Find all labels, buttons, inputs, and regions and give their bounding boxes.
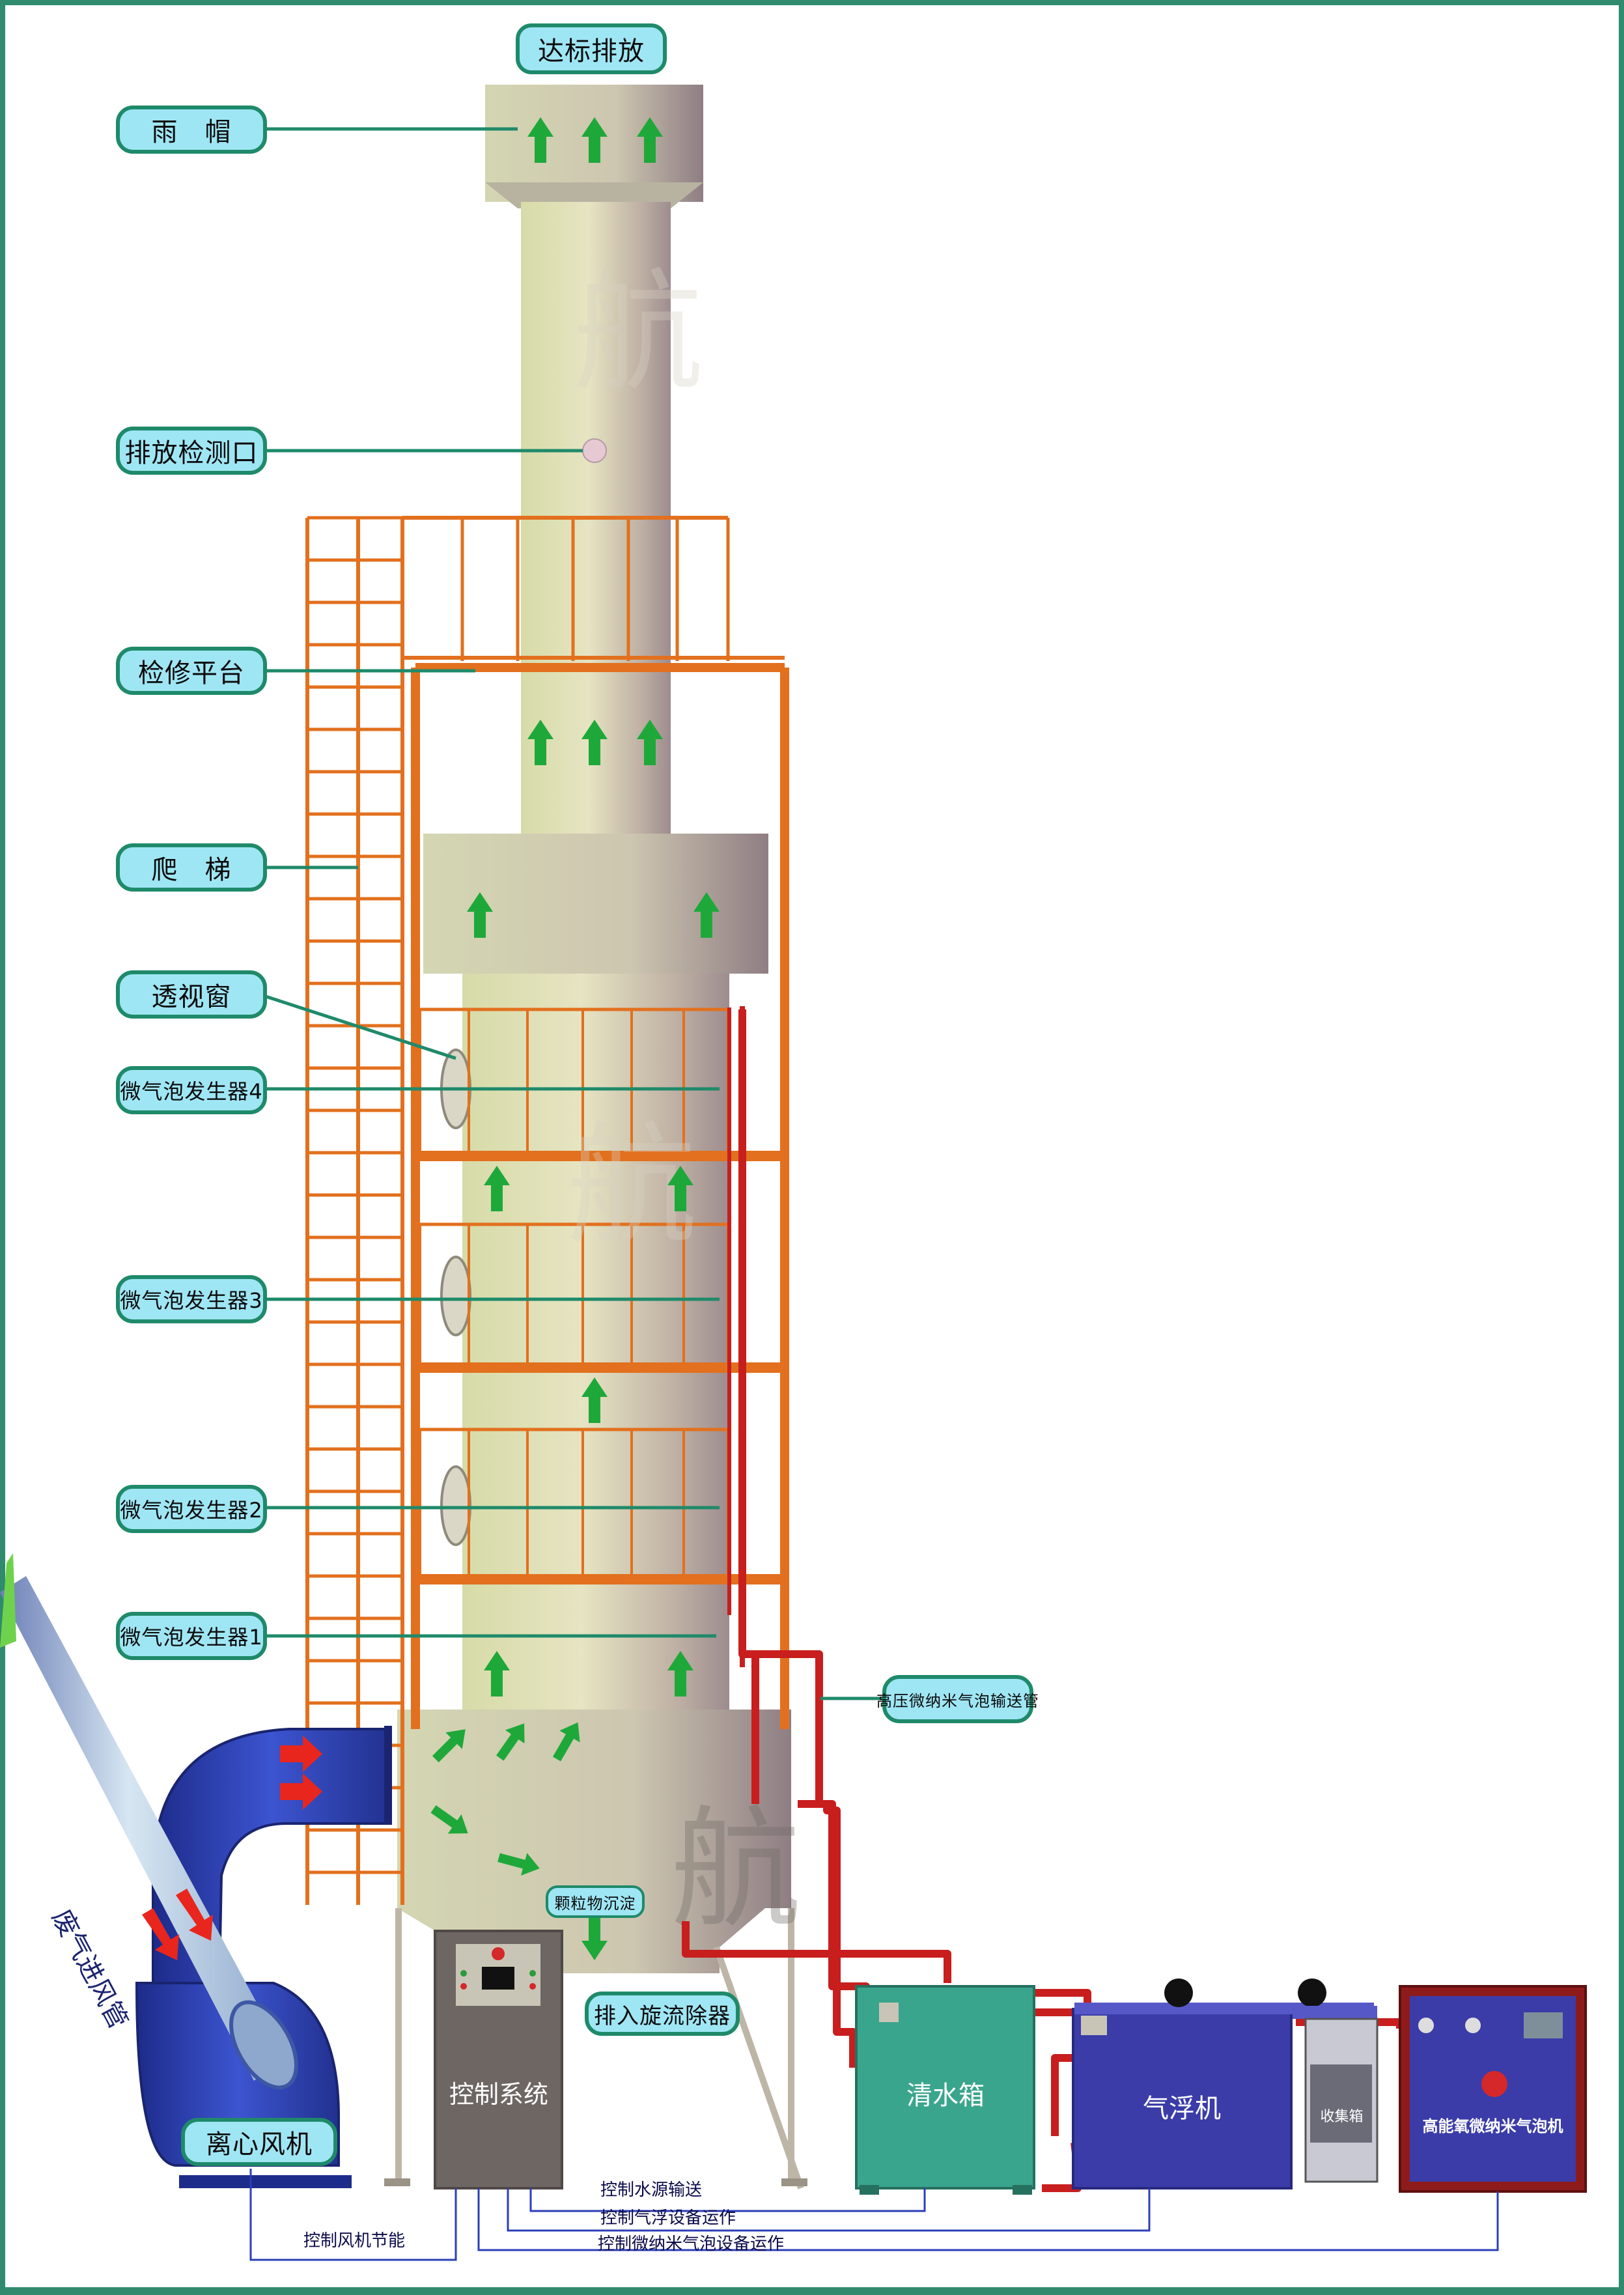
flow-arrows (430, 117, 720, 1960)
title-label: 达标排放 (516, 23, 667, 74)
tank-foot-right (1013, 2185, 1032, 2195)
arrow-up-lvl1 (667, 1651, 693, 1697)
lower-stack (462, 974, 729, 1710)
arrow-up-mid (527, 720, 553, 765)
exhaust-inlet-pipe (0, 1576, 287, 2081)
red-arrow-3 (142, 1908, 179, 1960)
leader-lines (265, 127, 886, 1700)
indicator-1 (460, 1970, 467, 1977)
air-flotation-unit (1072, 1978, 1379, 2189)
arrow-diag (497, 1853, 540, 1876)
page-background (5, 5, 1619, 2287)
label-generator-4: 微气泡发生器4 (116, 1066, 267, 1114)
arrow-diag (430, 1805, 468, 1834)
arrow-up-cap (527, 117, 553, 163)
control-line-bubble: 控制微纳米气泡设备运作 (598, 2234, 785, 2254)
arrow-diag (552, 1722, 580, 1762)
viewing-window-3 (440, 1256, 471, 1336)
control-system-label: 控制系统 (449, 2080, 548, 2109)
arrow-up-lvl2 (581, 1377, 608, 1423)
arrow-diag (496, 1723, 525, 1761)
arrow-up-box-left (467, 892, 493, 938)
control-cabinet (434, 1930, 563, 2189)
leg-foot-right (781, 2178, 807, 2186)
label-platform: 检修平台 (116, 647, 267, 695)
tank-foot-left (860, 2185, 879, 2195)
label-emission-port: 排放检测口 (116, 427, 267, 475)
label-window: 透视窗 (116, 970, 267, 1019)
label-rain-cap: 雨 帽 (116, 106, 267, 154)
arrow-up-mid (581, 720, 608, 765)
label-generator-3: 微气泡发生器3 (116, 1275, 267, 1323)
indicator-3 (529, 1970, 536, 1977)
flotation-roller-1 (1164, 1978, 1193, 2007)
generator-screen (1524, 2012, 1563, 2038)
collection-box (1310, 2064, 1372, 2143)
control-line-water: 控制水源输送 (600, 2180, 703, 2200)
tank-logo (879, 2003, 899, 2022)
red-arrow-1 (280, 1736, 322, 1772)
indicator-2 (460, 1983, 467, 1990)
label-hp-pipe: 高压微纳米气泡输送管 (876, 1675, 1039, 1723)
clean-tank-label: 清水箱 (906, 2081, 985, 2111)
label-generator-2: 微气泡发生器2 (116, 1485, 267, 1533)
inlet-duct-assembly (0, 1553, 392, 2188)
label-fan: 离心风机 (181, 2118, 337, 2166)
indicator-4 (529, 1983, 536, 1990)
label-generator-1: 微气泡发生器1 (116, 1612, 267, 1660)
pipe-highlight (0, 1553, 16, 1648)
emission-port-dot (582, 438, 607, 463)
generator-logo (1481, 2071, 1507, 2097)
nano-bubble-generator (1399, 1985, 1587, 2193)
label-ladder: 爬 梯 (116, 843, 267, 892)
arrow-up-lvl3 (484, 1166, 510, 1211)
arrow-up-lvl3 (667, 1166, 693, 1211)
arrow-up-lvl1 (484, 1651, 510, 1697)
fan-base (179, 2175, 352, 2188)
pipe-end (229, 2000, 298, 2090)
gauge-1 (1418, 2018, 1434, 2033)
arrow-up-cap (637, 117, 663, 163)
arrow-diag (432, 1729, 466, 1763)
pipe-bottom (682, 1921, 951, 1983)
arrow-up-mid (637, 720, 663, 765)
red-flow-arrows (142, 1736, 322, 1960)
label-sediment: 颗粒物沉淀 (546, 1885, 645, 1918)
base-hopper (397, 1710, 791, 1973)
control-logo (492, 1947, 505, 1960)
control-line-flotation: 控制气浮设备运作 (600, 2208, 736, 2228)
arrow-up-cap (581, 117, 608, 163)
red-arrow-4 (176, 1889, 213, 1941)
control-wires (249, 2169, 1499, 2261)
leg-foot-left (384, 2178, 410, 2186)
viewing-window-2 (440, 1465, 471, 1546)
air-flotation-label: 气浮机 (1143, 2094, 1221, 2124)
control-line-fan: 控制风机节能 (303, 2231, 406, 2251)
red-arrow-2 (280, 1773, 322, 1810)
arrow-up-box-right (693, 892, 720, 938)
label-cyclone: 排入旋流除器 (585, 1992, 740, 2036)
pipe-return (751, 1657, 857, 2068)
collection-box-label: 收集箱 (1320, 2109, 1364, 2125)
watermark-bottom: 航 (671, 1794, 801, 1946)
flotation-logo (1081, 2016, 1107, 2035)
control-screen (482, 1967, 514, 1990)
generator-machine-label: 高能氧微纳米气泡机 (1422, 2117, 1563, 2135)
gauge-2 (1465, 2018, 1481, 2033)
watermark-top: 航 (573, 257, 703, 409)
arrow-discharge (581, 1915, 608, 1960)
clean-water-tank (855, 1985, 1035, 2195)
duct-flange (384, 1726, 392, 1823)
maintenance-frame (305, 516, 789, 1905)
flotation-roller-2 (1298, 1978, 1326, 2007)
